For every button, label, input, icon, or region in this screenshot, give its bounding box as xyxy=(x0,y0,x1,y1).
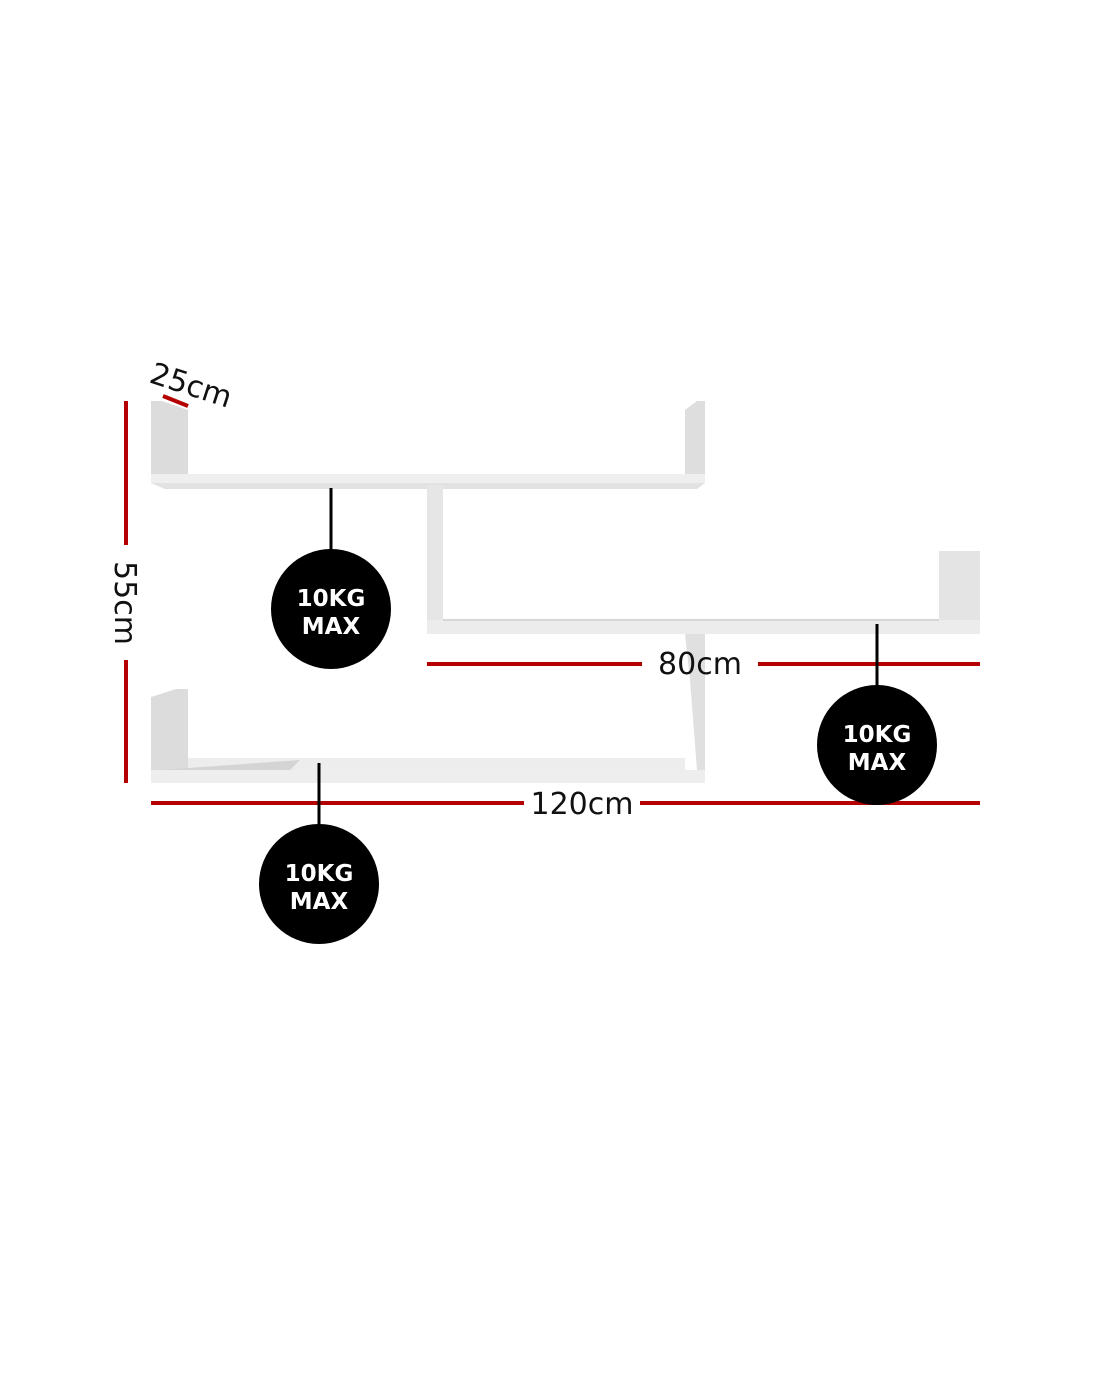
bottom-shelf xyxy=(151,689,705,783)
svg-text:10KG: 10KG xyxy=(285,861,354,887)
svg-text:MAX: MAX xyxy=(848,750,907,776)
top-shelf xyxy=(151,401,705,489)
middle-shelf xyxy=(427,551,980,634)
height-dimension: 55cm xyxy=(107,401,142,783)
vertical-connector-upper xyxy=(427,485,443,621)
vertical-connector-lower xyxy=(685,634,705,770)
height-label: 55cm xyxy=(107,561,142,645)
total-width-dimension: 120cm xyxy=(151,787,980,822)
svg-text:10KG: 10KG xyxy=(843,722,912,748)
svg-text:MAX: MAX xyxy=(302,614,361,640)
svg-text:MAX: MAX xyxy=(290,889,349,915)
middle-width-dimension: 80cm xyxy=(427,647,980,682)
middle-width-label: 80cm xyxy=(658,647,742,682)
total-width-label: 120cm xyxy=(531,787,634,822)
weight-badge-top: 10KG MAX xyxy=(271,488,391,669)
weight-badge-bottom: 10KG MAX xyxy=(259,763,379,944)
svg-text:10KG: 10KG xyxy=(297,586,366,612)
weight-badge-middle: 10KG MAX xyxy=(817,624,937,805)
